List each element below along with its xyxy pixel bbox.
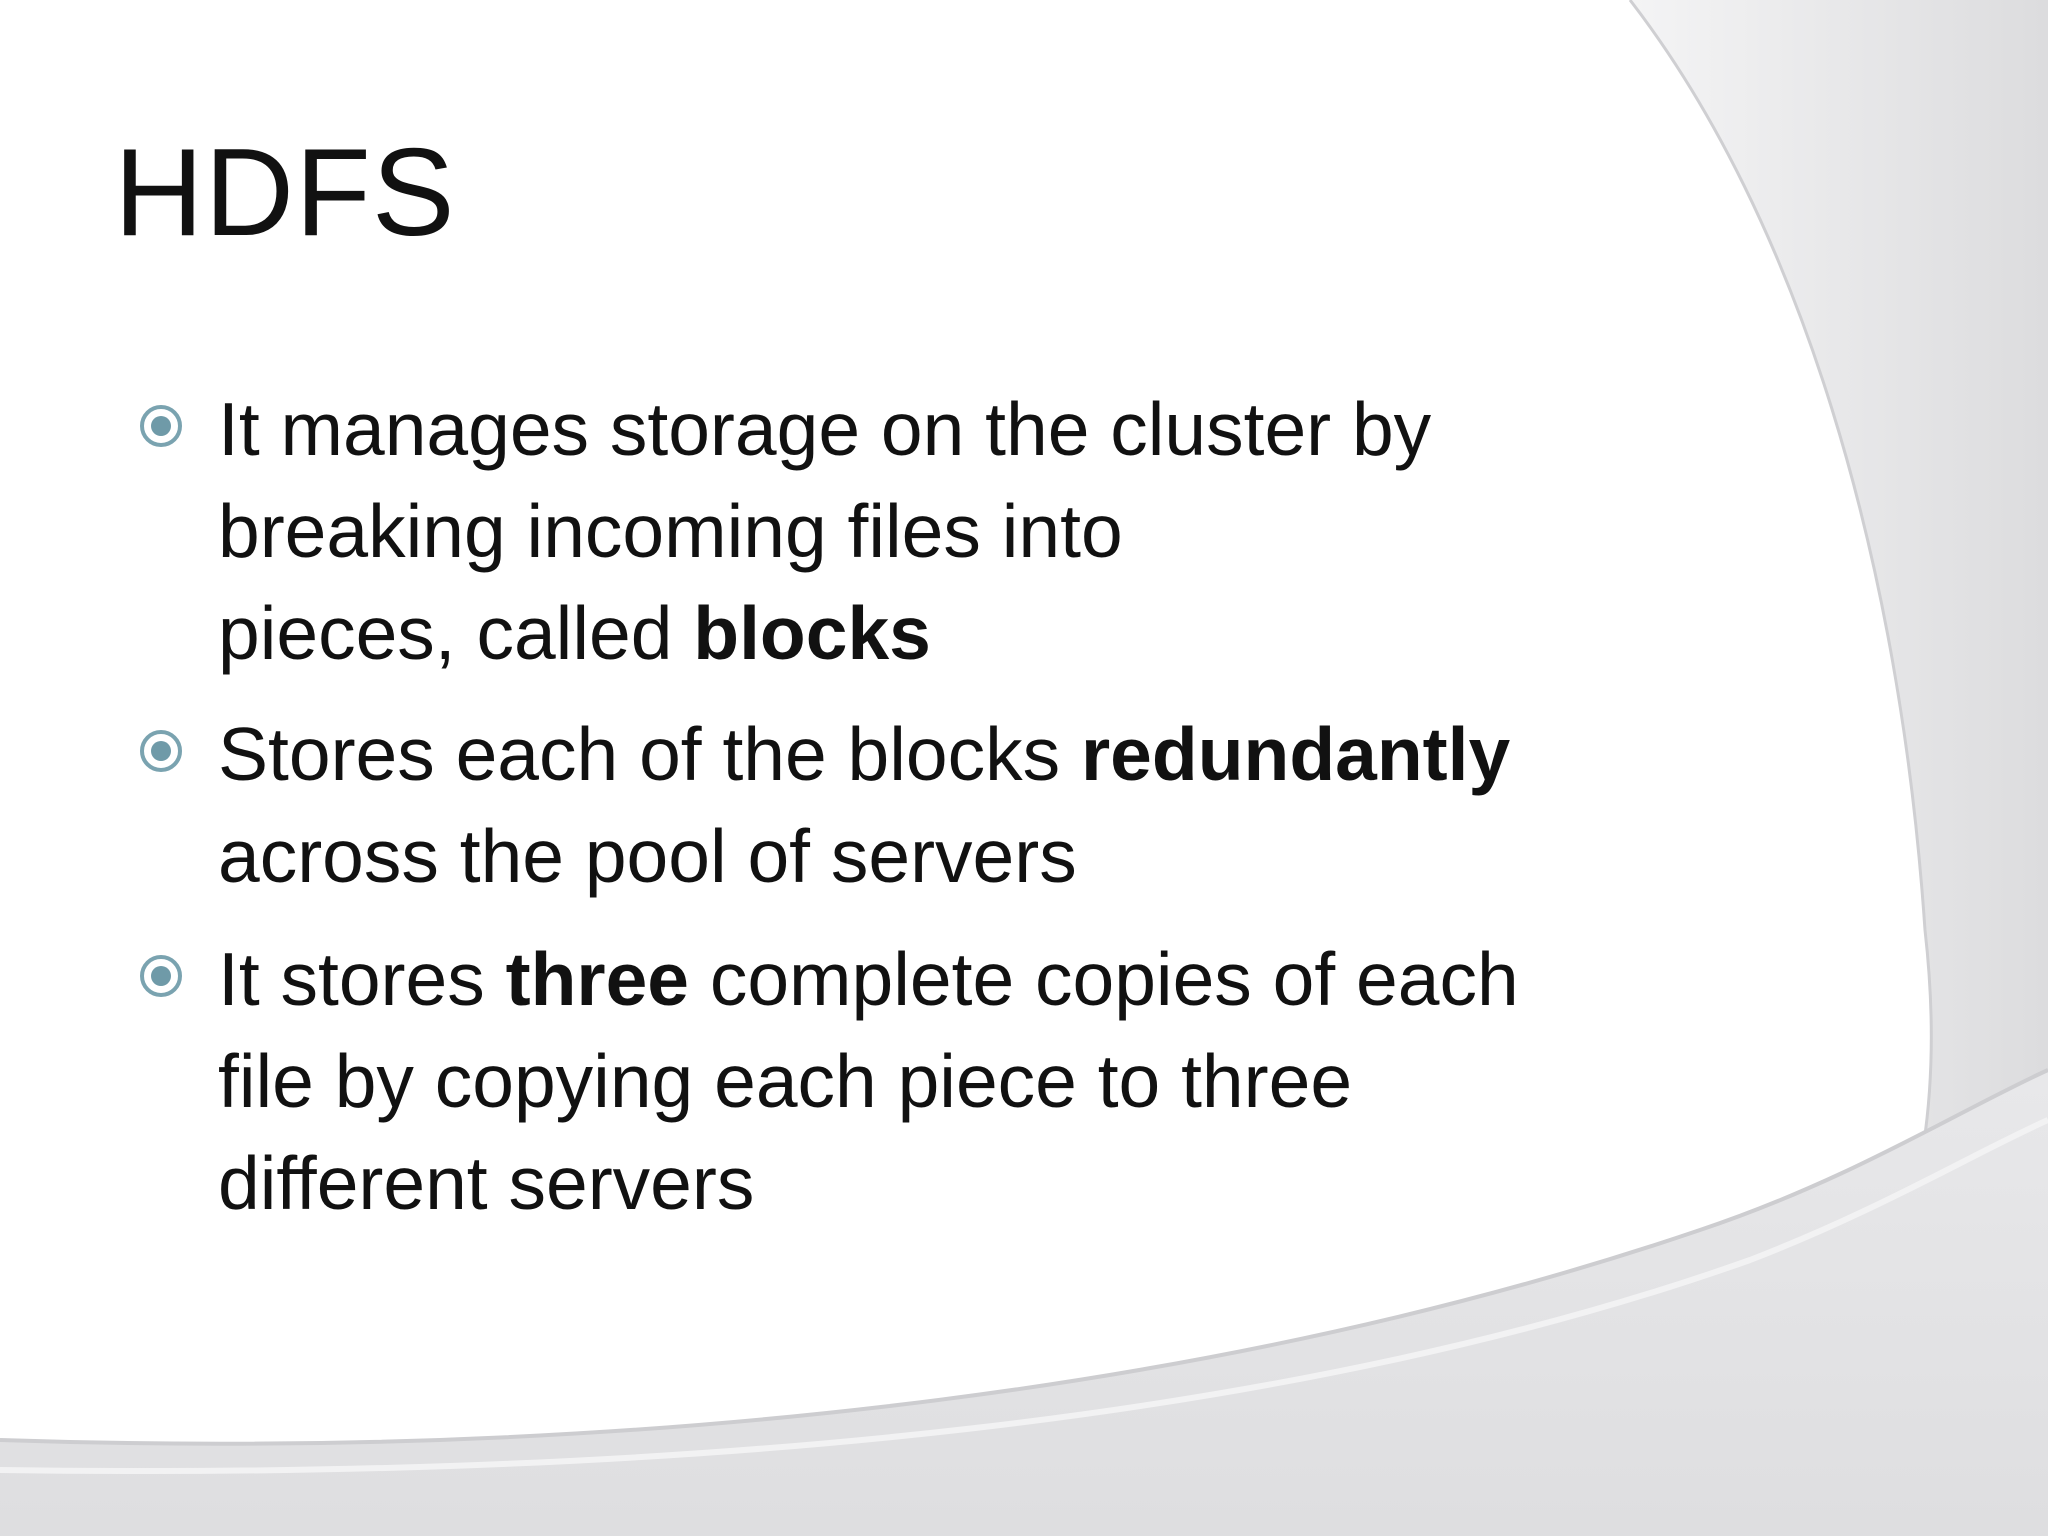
bullet-line: across the pool of servers <box>218 805 1738 907</box>
text-run: It manages storage on the cluster by <box>218 387 1432 471</box>
target-circle-icon <box>140 730 182 772</box>
bullet-line: It stores three complete copies of each <box>218 928 1738 1030</box>
text-run: breaking incoming files into <box>218 489 1123 573</box>
text-run: It stores <box>218 937 506 1021</box>
bullet-text: It stores three complete copies of each f… <box>218 928 1738 1234</box>
target-circle-icon <box>140 955 182 997</box>
bullet-line: It manages storage on the cluster by <box>218 378 1738 480</box>
text-run: file by copying each piece to three <box>218 1039 1353 1123</box>
text-run: across the pool of servers <box>218 814 1077 898</box>
bullet-line: Stores each of the blocks redundantly <box>218 703 1738 805</box>
bottom-swoosh-highlight <box>0 1117 2048 1475</box>
bullet-text: It manages storage on the cluster by brea… <box>218 378 1738 684</box>
target-circle-icon <box>140 405 182 447</box>
text-run: pieces, called <box>218 591 694 675</box>
bullet-line: breaking incoming files into <box>218 480 1738 582</box>
bottom-swoosh-edge <box>0 1068 2048 1446</box>
bold-text: three <box>505 937 689 1021</box>
bottom-swoosh-shape <box>0 1070 2048 1536</box>
text-run: Stores each of the blocks <box>218 712 1081 796</box>
bullet-line: file by copying each piece to three <box>218 1030 1738 1132</box>
right-swoosh-shape <box>1630 0 2048 1420</box>
bold-text: blocks <box>693 591 931 675</box>
slide-title: HDFS <box>114 124 456 262</box>
bullet-line: pieces, called blocks <box>218 582 1738 684</box>
text-run: complete copies of each <box>689 937 1519 1021</box>
bullet-line: different servers <box>218 1132 1738 1234</box>
bold-text: redundantly <box>1080 712 1511 796</box>
text-run: different servers <box>218 1141 755 1225</box>
